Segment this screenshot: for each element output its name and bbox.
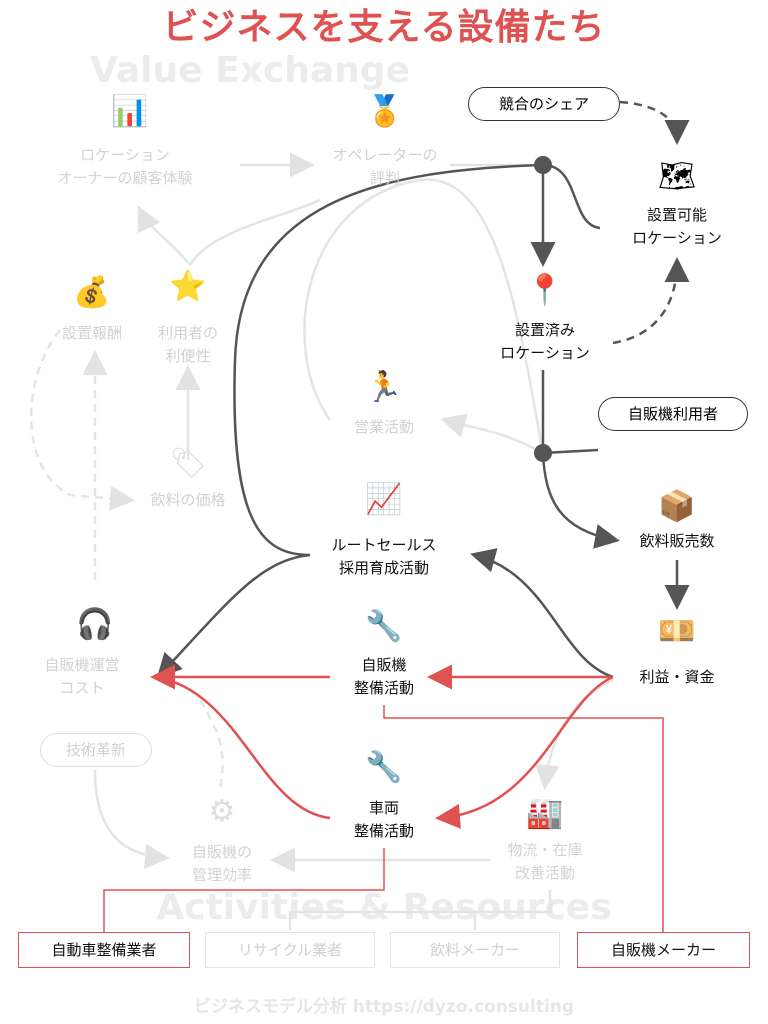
arrow-profit-vehicle <box>435 675 614 829</box>
node-install-fee: 設置報酬 <box>61 324 123 342</box>
faded-arrow <box>93 769 170 869</box>
faded-arrow <box>440 413 544 455</box>
arrow-profit-route <box>470 548 614 679</box>
headset-gear-icon: 🎧 <box>76 607 114 642</box>
node-vending-users: 自販機利用者 <box>598 397 748 431</box>
node-operator-reputation: オペレーターの評判 <box>332 144 437 190</box>
line-vm-maker <box>383 705 664 932</box>
node-possible-location: 設置可能ロケーション <box>632 204 722 250</box>
node-sales-activity: 営業活動 <box>353 418 415 436</box>
faded-arrow <box>188 198 321 266</box>
label: 車両 <box>368 799 400 817</box>
faded-arrow <box>198 699 224 791</box>
node-installed-location: 設置済みロケーション <box>500 319 590 365</box>
node-competitor-share: 競合のシェア <box>468 87 620 121</box>
node-vehicle-maintenance: 車両整備活動 <box>354 797 414 843</box>
watermark: Value Exchange <box>90 50 410 91</box>
node-logistics: 物流・在庫改善活動 <box>507 839 582 885</box>
medal-icon: 🏅 <box>366 94 404 129</box>
box-check-icon: 📦 <box>658 489 696 524</box>
price-tag-icon: 🏷 <box>168 446 208 481</box>
node-beverage-price: 飲料の価格 <box>150 491 226 509</box>
label: 利用者の <box>157 324 219 342</box>
partner-vm-maker: 自販機メーカー <box>577 932 750 968</box>
map-pin-icon: 🗺 <box>657 159 697 194</box>
hand-star-icon: ⭐ <box>169 269 207 304</box>
label: 評判 <box>369 169 401 187</box>
label: 採用育成活動 <box>338 559 430 577</box>
watermark: Activities & Resources <box>156 887 612 928</box>
label: 自販機運営 <box>44 656 120 674</box>
arrow-junction-sales <box>541 452 620 549</box>
node-vm-maintenance: 自販機整備活動 <box>354 654 414 700</box>
label: ロケーション <box>80 146 170 164</box>
label: 物流・在庫 <box>507 841 583 859</box>
faded-arrow <box>303 178 545 454</box>
node-management-efficiency: 自販機の管理効率 <box>192 841 252 887</box>
label: 整備活動 <box>353 822 415 840</box>
arrow-users-junction <box>542 448 599 455</box>
label: 自販機 <box>361 656 407 674</box>
faded-arrow <box>534 678 614 790</box>
node-owner-experience: ロケーションオーナーの顧客体験 <box>57 144 192 190</box>
label: 設置可能 <box>646 206 708 224</box>
faded-arrow <box>29 329 135 511</box>
label: 自販機の <box>191 843 253 861</box>
node-user-convenience: 利用者の利便性 <box>158 322 218 368</box>
label: コスト <box>59 679 105 697</box>
money-coins-icon: 💴 <box>658 614 696 649</box>
footer-credit: ビジネスモデル分析 https://dyzo.consulting <box>193 997 575 1017</box>
arrow-share-to-possible <box>619 100 690 145</box>
arrow-installed-to-possible <box>612 257 690 345</box>
node-profit-funds: 利益・資金 <box>639 668 715 686</box>
arrow-vehicle-cost <box>154 675 331 820</box>
label: ルートセールス <box>331 536 437 554</box>
node-route-sales: ルートセールス採用育成活動 <box>331 534 436 580</box>
node-beverage-sales: 飲料販売数 <box>639 532 715 550</box>
label: 設置済み <box>514 321 576 339</box>
line-vehicle-car <box>103 848 385 932</box>
label: 利便性 <box>165 347 211 365</box>
money-stack-icon: 💰 <box>73 275 111 310</box>
gear-wrench-icon: 🔧 <box>365 750 403 785</box>
label: ロケーション <box>500 344 590 362</box>
partner-car-maintenance: 自動車整備業者 <box>18 932 190 968</box>
label: 整備活動 <box>353 679 415 697</box>
running-person-icon: 🏃 <box>365 370 403 405</box>
arrow-possible-junction <box>542 163 601 230</box>
chart-people-icon: 📊 <box>111 94 149 129</box>
presentation-icon: 📈 <box>365 482 403 517</box>
arrow-junction-curve <box>156 163 544 679</box>
page-title: ビジネスを支える設備たち <box>162 7 606 48</box>
label: オーナーの顧客体験 <box>57 169 193 187</box>
faded-arrow <box>288 890 552 930</box>
label: 管理効率 <box>191 866 253 884</box>
location-pin-icon: 📍 <box>526 273 564 308</box>
gear-clock-icon: ⚙ <box>208 794 236 829</box>
node-tech-innovation: 技術革新 <box>40 733 152 767</box>
gear-wrench-icon: 🔧 <box>365 609 403 644</box>
node-operation-cost: 自販機運営コスト <box>44 654 119 700</box>
partner-beverage-maker: 飲料メーカー <box>390 932 560 968</box>
faded-arrow <box>137 205 191 266</box>
partner-recycler: リサイクル業者 <box>205 932 375 968</box>
label: オペレーターの <box>332 146 438 164</box>
warehouse-icon: 🏭 <box>526 796 564 831</box>
label: ロケーション <box>632 229 722 247</box>
label: 改善活動 <box>514 864 576 882</box>
